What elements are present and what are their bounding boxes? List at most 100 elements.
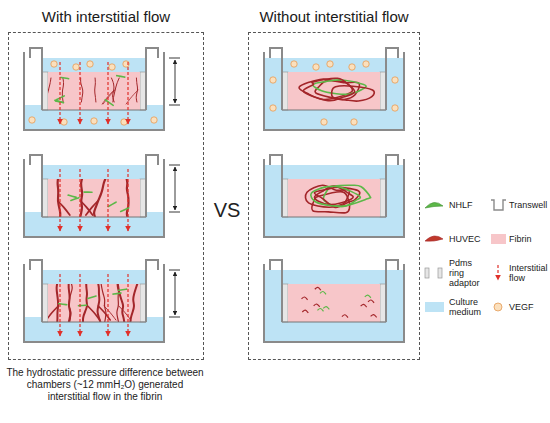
nhlf-cell — [105, 100, 113, 106]
dimension-arrow — [175, 60, 176, 103]
dimension-tick — [169, 270, 180, 271]
inner-medium — [282, 270, 386, 284]
cell-group — [299, 78, 374, 101]
membrane — [42, 217, 146, 218]
nhlf-cell — [113, 293, 121, 294]
dimension-tick — [169, 58, 180, 59]
vessel-fragment — [371, 315, 377, 318]
culture-well — [264, 52, 404, 130]
cell-group — [305, 185, 370, 213]
vegf — [61, 119, 67, 125]
nhlf-cell — [119, 289, 127, 290]
vegf — [151, 117, 157, 123]
vessel-fragment — [302, 310, 308, 313]
dimension-tick — [169, 317, 180, 318]
pdms-icon — [438, 268, 442, 278]
transwell-insert — [30, 260, 158, 322]
legend-item: Interstitial flow — [509, 263, 549, 283]
legend-text: NHLF — [449, 200, 473, 210]
label-holder: The hydrostatic pressure difference betw… — [6, 367, 204, 403]
membrane — [282, 110, 386, 111]
vegf — [87, 61, 93, 67]
vessel-branch — [104, 306, 116, 320]
dashed-frame — [248, 32, 420, 360]
nhlf-cell — [88, 296, 96, 298]
transwell-insert — [30, 155, 158, 217]
vessel-branch — [86, 201, 98, 215]
label-holder: VS — [205, 198, 249, 222]
insert-interior — [282, 50, 386, 110]
vessel — [101, 284, 106, 322]
legend-text: Interstitial flow — [509, 263, 549, 283]
culture-well — [264, 159, 404, 237]
vessel — [81, 78, 83, 102]
transwell-panel — [264, 48, 404, 130]
vegf — [392, 77, 398, 83]
flow-arrow — [79, 62, 80, 124]
legend-swatch — [425, 302, 444, 312]
vessel — [62, 78, 63, 102]
vessel — [113, 78, 119, 102]
cell-group — [302, 287, 377, 317]
membrane — [42, 322, 146, 323]
transwell-insert — [270, 260, 398, 322]
caption-note: The hydrostatic pressure difference betw… — [6, 367, 204, 403]
nhlf-icon — [425, 202, 443, 208]
vessel — [83, 284, 87, 322]
transwell-panel — [264, 155, 404, 237]
legend-text: Fibrin — [509, 234, 532, 244]
legend-item: VEGF — [509, 302, 534, 312]
cell-group — [48, 284, 138, 322]
dimension-arrow — [175, 272, 176, 315]
fibrin-gel — [288, 72, 380, 110]
transwell-panel — [24, 48, 180, 130]
insert-interior — [282, 262, 386, 322]
dimension-tick — [169, 165, 180, 166]
legend-item: Fibrin — [509, 234, 532, 244]
transwell-insert — [30, 48, 158, 110]
vessel-tangle — [332, 86, 375, 101]
vessel-fragment — [368, 300, 374, 303]
flow-arrow — [59, 169, 60, 231]
legend-item: NHLF — [449, 200, 473, 210]
vegf — [313, 64, 319, 70]
insert-interior — [42, 50, 146, 110]
vessel-branch — [48, 90, 49, 104]
vessel-fragment — [315, 287, 321, 290]
vessel — [69, 284, 72, 322]
legend-swatch — [491, 234, 506, 244]
nhlf-cell — [117, 76, 125, 77]
vessel-branch — [48, 306, 58, 320]
vs-label: VS — [205, 198, 249, 222]
flow-arrow — [107, 62, 108, 124]
outer-medium — [265, 58, 403, 129]
vessel — [95, 78, 96, 102]
group-heading: Without interstitial flow — [259, 6, 408, 28]
flow-arrow — [127, 274, 128, 336]
flow-arrow — [59, 62, 60, 124]
fibrin-gel — [48, 72, 140, 110]
vessel-branch — [58, 201, 70, 215]
transwell-insert — [270, 155, 398, 217]
vessel — [94, 179, 106, 217]
membrane — [282, 322, 386, 323]
nhlf-cell — [71, 198, 79, 201]
cell-group — [48, 76, 138, 106]
vegf — [270, 77, 276, 83]
transwell-insert — [270, 48, 398, 110]
vegf — [392, 105, 398, 111]
nhlf-cell — [61, 77, 69, 78]
vessel — [98, 284, 101, 322]
dashed-group-box: Without interstitial flow — [248, 4, 420, 360]
nhlf-cell — [68, 195, 76, 197]
vessel-fragment — [302, 297, 308, 300]
flow-arrow — [127, 169, 128, 231]
group-heading: With interstitial flow — [42, 6, 170, 28]
vessel — [57, 284, 58, 322]
flow-arrow — [107, 169, 108, 231]
legend-text: Culture medium — [449, 297, 489, 317]
membrane — [42, 110, 146, 111]
transwell-panel — [264, 260, 404, 342]
vegf — [270, 105, 276, 111]
